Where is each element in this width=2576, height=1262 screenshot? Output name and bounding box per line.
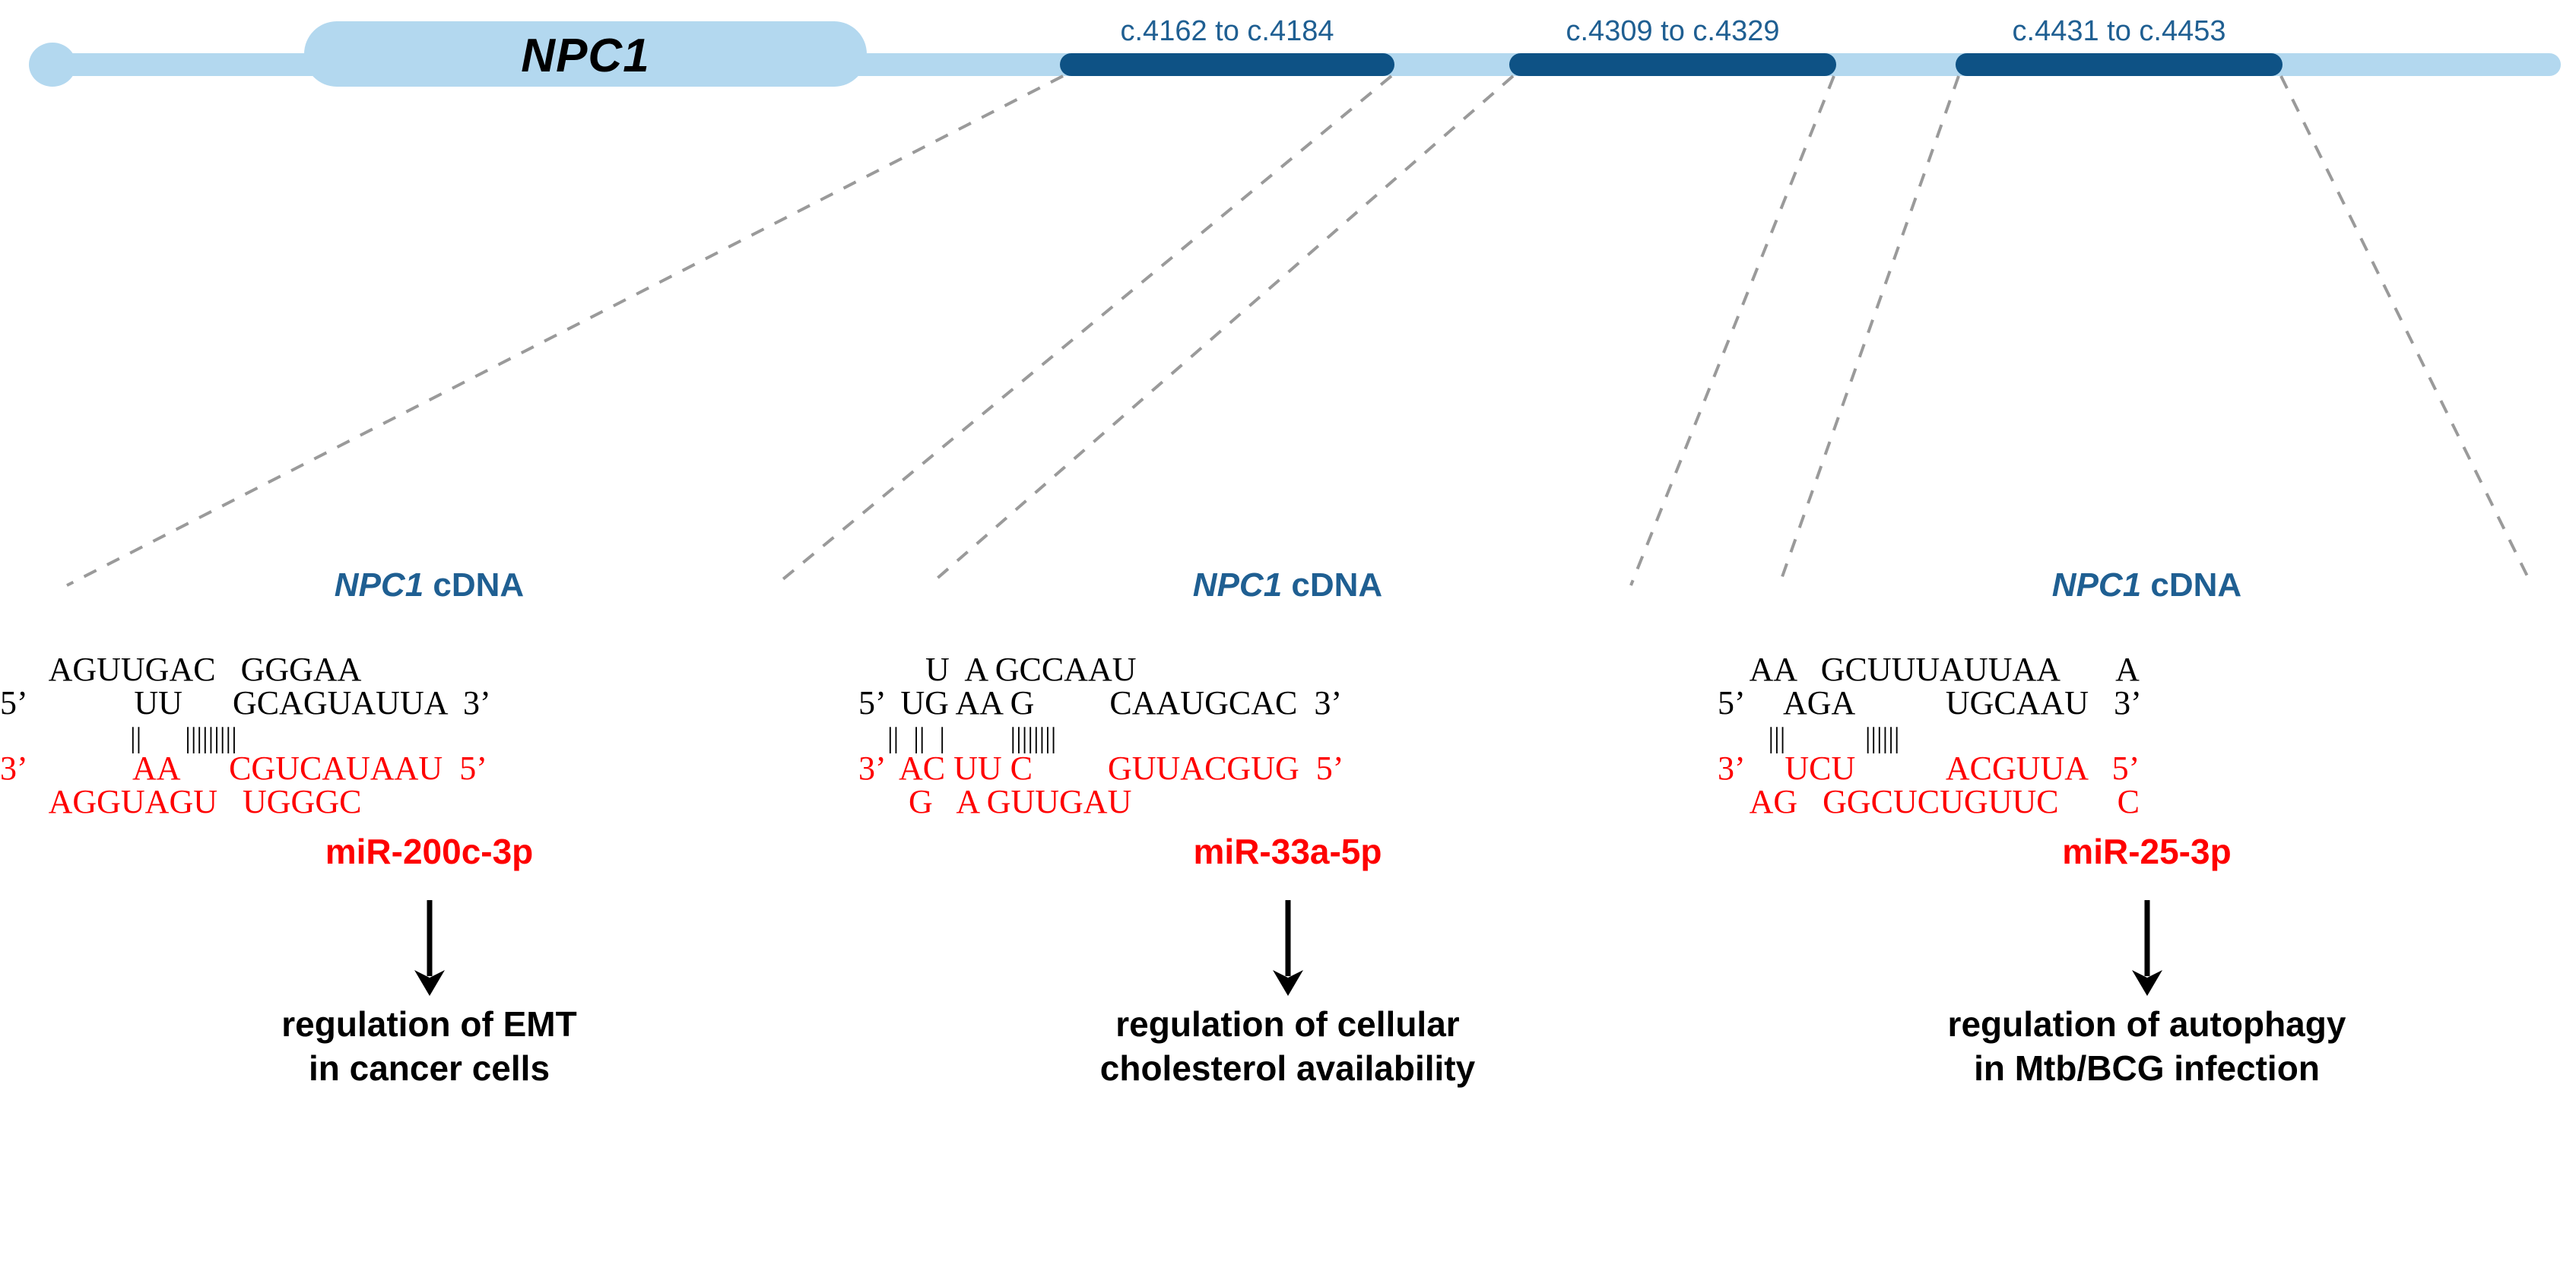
alignment-main-top-3: 5’ AGA UGCAAU 3’ <box>1718 684 2142 721</box>
panel-title-gene-1: NPC1 <box>334 566 424 604</box>
connector-line-3b <box>2279 75 2533 586</box>
outcome-line-2-3: in Mtb/BCG infection <box>1974 1048 2320 1088</box>
mirna-panel-2: NPC1 cDNA U A GCCAAU 5’ UG AA G CAAUGCAC… <box>858 563 1717 1090</box>
alignment-bonds-1: || ||||||||| <box>0 722 237 754</box>
binding-site-label-1: c.4162 to c.4184 <box>1120 15 1334 47</box>
alignment-bulge-top-3: AA GCUUUAUUAA A <box>1718 651 2140 688</box>
panel-title-gene-3: NPC1 <box>2051 566 2142 604</box>
alignment-bulge-bottom-3: AG GGCUCUGUUC C <box>1718 783 2140 820</box>
outcome-line-2-2: cholesterol availability <box>1099 1048 1476 1088</box>
mirna-name-1: miR-200c-3p <box>325 832 534 871</box>
outcome-text-2: regulation of cellular cholesterol avail… <box>858 1003 1717 1090</box>
connector-lines <box>66 75 2533 587</box>
gene-track: NPC1 c.4162 to c.4184 c.4309 to c.4329 c… <box>0 0 2576 91</box>
gene-name-label: NPC1 <box>521 30 650 82</box>
alignment-diagram-2: U A GCCAAU 5’ UG AA G CAAUGCAC 3’ || || … <box>858 650 1717 825</box>
binding-site-box-2[interactable] <box>1509 53 1836 76</box>
binding-site-label-3: c.4431 to c.4453 <box>2012 15 2226 47</box>
connector-line-2a <box>928 75 1515 587</box>
panel-title-1: NPC1 cDNA <box>0 563 858 608</box>
outcome-line-1-1: regulation of EMT <box>281 1004 577 1044</box>
alignment-bonds-2: || || | |||||||| <box>858 722 1057 754</box>
outcome-line-2-1: in cancer cells <box>308 1048 550 1088</box>
arrow-container-3 <box>1718 899 2576 998</box>
binding-site-box-1[interactable] <box>1060 53 1394 76</box>
alignment-bulge-bottom-2: G A GUUGAU <box>858 783 1132 820</box>
outcome-text-1: regulation of EMT in cancer cells <box>0 1003 858 1090</box>
mirna-panel-1: NPC1 cDNA AGUUGAC GGGAA 5’ UU GCAGUAUUA … <box>0 563 858 1090</box>
panel-title-3: NPC1 cDNA <box>1718 563 2576 608</box>
gene-5prime-cap <box>29 43 76 87</box>
alignment-bonds-3: ||| |||||| <box>1718 722 1900 754</box>
connector-line-2b <box>1629 75 1835 586</box>
panel-title-rest-2: cDNA <box>1282 566 1383 604</box>
mirna-name-2: miR-33a-5p <box>1193 832 1382 871</box>
alignment-diagram-3: AA GCUUUAUUAA A 5’ AGA UGCAAU 3’ ||| |||… <box>1718 650 2576 825</box>
mirna-name-3: miR-25-3p <box>2062 832 2232 871</box>
alignment-bulge-top-2: U A GCCAAU <box>858 651 1137 688</box>
binding-site-box-3[interactable] <box>1956 53 2283 76</box>
panel-title-2: NPC1 cDNA <box>858 563 1717 608</box>
alignment-main-bottom-1: 3’ AA CGUCAUAAU 5’ <box>0 750 487 787</box>
outcome-text-3: regulation of autophagy in Mtb/BCG infec… <box>1718 1003 2576 1090</box>
connector-line-1b <box>774 75 1393 587</box>
panel-title-rest-3: cDNA <box>2141 566 2242 604</box>
down-arrow-icon <box>2131 900 2162 996</box>
alignment-main-bottom-2: 3’ AC UU C GUUACGUG 5’ <box>858 750 1344 787</box>
alignment-main-top-2: 5’ UG AA G CAAUGCAC 3’ <box>858 684 1342 721</box>
down-arrow-icon <box>414 900 445 996</box>
alignment-main-top-1: 5’ UU GCAGUAUUA 3’ <box>0 684 491 721</box>
binding-site-label-2: c.4309 to c.4329 <box>1566 15 1780 47</box>
alignment-diagram-1: AGUUGAC GGGAA 5’ UU GCAGUAUUA 3’ || ||||… <box>0 650 858 825</box>
panel-title-rest-1: cDNA <box>424 566 525 604</box>
mirna-panel-3: NPC1 cDNA AA GCUUUAUUAA A 5’ AGA UGCAAU … <box>1718 563 2576 1090</box>
outcome-line-1-2: regulation of cellular <box>1115 1004 1460 1044</box>
arrow-container-1 <box>0 899 858 998</box>
panel-title-gene-2: NPC1 <box>1192 566 1283 604</box>
arrow-container-2 <box>858 899 1717 998</box>
alignment-bulge-bottom-1: AGGUAGU UGGGC <box>0 783 362 820</box>
outcome-line-1-3: regulation of autophagy <box>1947 1004 2346 1044</box>
alignment-main-bottom-3: 3’ UCU ACGUUA 5’ <box>1718 750 2140 787</box>
connector-line-1a <box>66 75 1064 587</box>
down-arrow-icon <box>1272 900 1303 996</box>
connector-line-3a <box>1778 75 1960 586</box>
alignment-bulge-top-1: AGUUGAC GGGAA <box>0 651 362 688</box>
